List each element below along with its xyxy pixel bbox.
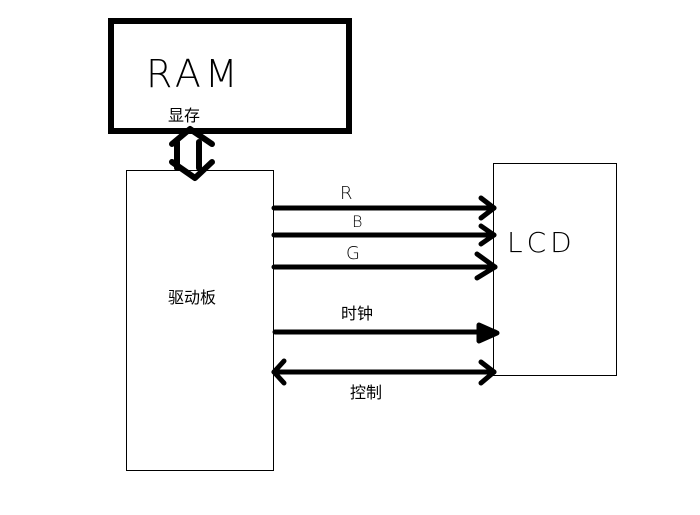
arrow-b [271,223,497,247]
arrow-control [271,358,497,386]
ram-driver-double-arrow [169,126,215,181]
ram-box [108,18,352,134]
signal-label-b: B [352,212,367,231]
signal-label-clock: 时钟 [341,304,374,323]
arrow-g [271,251,498,281]
arrow-r [271,195,497,221]
signal-label-g: G [346,243,364,264]
driver-board-box [126,170,274,471]
lcd-label: LCD [507,226,576,259]
ram-subtitle: 显存 [168,106,201,125]
arrow-clock [272,322,500,344]
driver-board-label: 驱动板 [168,288,217,307]
signal-label-control: 控制 [350,383,383,402]
lcd-box [493,163,617,376]
ram-title: RAM [146,52,242,96]
signal-label-r: R [340,183,357,204]
